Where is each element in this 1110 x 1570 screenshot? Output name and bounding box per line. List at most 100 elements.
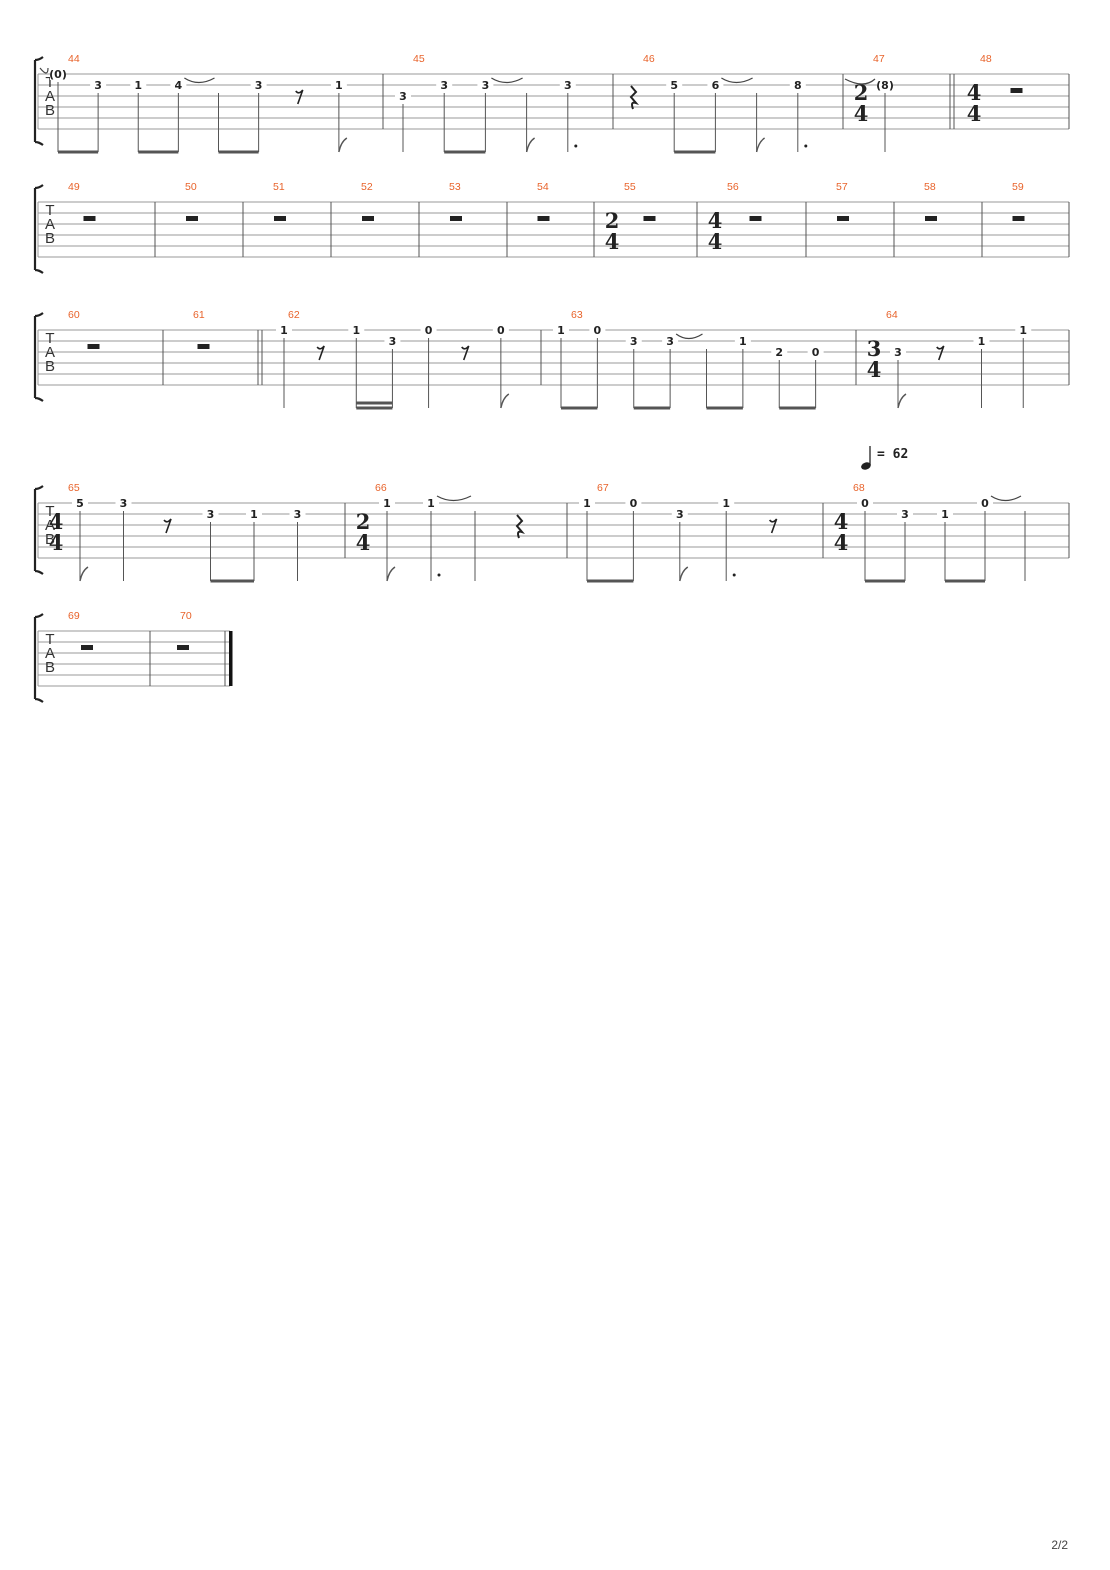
tempo-value: = 62 [877,447,908,462]
fret-background [662,335,679,347]
time-signature-top: 4 [708,208,723,233]
fret-background [492,324,509,336]
fret-background [289,508,306,520]
eighth-flag [338,137,348,153]
measure-number: 66 [375,482,387,494]
fret-background [897,508,913,520]
measure-57: 57 [836,181,849,221]
half-rest [87,344,100,349]
fret-number: 1 [722,497,730,510]
fret-number: (0) [49,68,67,81]
duration-dot [574,144,578,148]
time-signature: 44 [834,509,849,555]
fret-number: 3 [901,508,909,521]
fret-number: 8 [794,79,802,92]
fret-number: 3 [482,79,490,92]
tie-arc [990,495,1022,502]
fret-number: 3 [94,79,102,92]
measure-number: 60 [68,309,80,321]
fret-background [395,90,411,102]
measure-66: 66 24 1 1 [356,482,526,582]
measure-number: 48 [980,53,992,65]
fret-background [559,79,576,91]
fret-number: 3 [440,79,448,92]
fret-background [246,508,262,520]
half-rest [274,216,286,221]
eighth-flag [897,393,907,409]
eighth-rest [316,345,325,361]
fret-number: 1 [557,324,565,337]
fret-background [857,497,873,509]
fret-background [789,79,806,91]
tie-arc [39,67,49,74]
measure-number: 47 [873,53,885,65]
half-rest [362,216,374,221]
measure-number: 62 [288,309,300,321]
fret-number: 1 [1019,324,1027,337]
time-signature-top: 4 [967,80,982,105]
fret-number: 3 [564,79,572,92]
system-bracket [33,485,44,575]
fret-number: 6 [712,79,720,92]
time-signature-top: 3 [867,336,882,361]
fret-number: 3 [676,508,684,521]
time-signature: 24 [356,509,371,555]
time-signature-bottom: 4 [708,229,723,254]
fret-background [973,335,990,347]
eighth-flag [386,566,396,582]
fret-background [877,79,893,91]
fret-number: 5 [670,79,678,92]
half-rest [81,645,93,650]
fret-number: 3 [294,508,302,521]
measure-number: 44 [68,53,80,65]
fret-number: 4 [175,79,183,92]
fret-background [423,497,439,509]
time-signature-bottom: 4 [854,101,869,126]
measure-54: 54 [537,181,550,221]
fret-number: 1 [383,497,391,510]
tab-letter: T [45,202,54,219]
half-rest [749,216,762,221]
half-rest [186,216,198,221]
half-rest [197,344,210,349]
fret-number: 1 [739,335,747,348]
fret-number: 1 [978,335,986,348]
time-signature: 34 [867,336,882,382]
measure-number: 55 [624,181,636,193]
time-signature-bottom: 4 [867,357,882,382]
measure-number: 46 [643,53,655,65]
duration-dot [437,573,441,577]
measure-69: 69 [68,610,93,650]
measure-number: 61 [193,309,205,321]
measure-number: 45 [413,53,425,65]
tie-arc [721,77,753,84]
time-signature-top: 2 [854,80,869,105]
measure-60: 60 [68,309,100,349]
eighth-rest [295,89,304,105]
measure-number: 53 [449,181,461,193]
fret-background [579,497,595,509]
time-signature-bottom: 4 [49,530,64,555]
fret-number: 1 [335,79,343,92]
fret-background [384,335,401,347]
system-bracket [33,613,44,703]
tab-letter: T [45,74,54,91]
tie-arc [436,495,472,502]
measure-number: 50 [185,181,197,193]
fret-background [625,497,642,509]
measure-number: 69 [68,610,80,622]
fret-number: 0 [861,497,869,510]
tab-letter: B [45,531,55,548]
half-rest [537,216,550,221]
fret-number: 1 [427,497,435,510]
fret-background [734,335,751,347]
tie-arc [491,77,523,84]
measure-52: 52 [361,181,374,221]
duration-dot [732,573,736,577]
